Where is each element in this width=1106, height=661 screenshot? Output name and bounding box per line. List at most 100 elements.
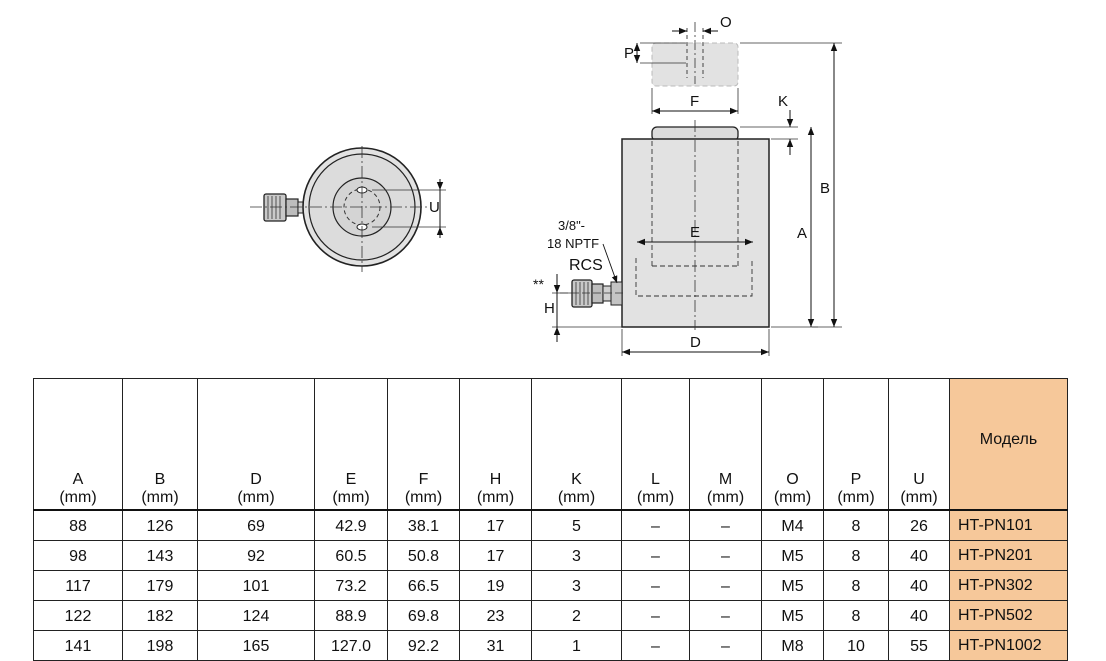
column-unit: (mm): [557, 489, 596, 506]
cell-o: M8: [761, 630, 824, 661]
cell-f: 92.2: [387, 630, 460, 661]
cell-m: –: [689, 630, 762, 661]
cell-k: 5: [531, 509, 622, 541]
cell-k: 1: [531, 630, 622, 661]
cell-p: 8: [823, 570, 889, 601]
cell-model: HT-PN201: [949, 540, 1068, 571]
cell-m: –: [689, 600, 762, 631]
top-view-coupler: [263, 193, 307, 222]
cell-o: M5: [761, 570, 824, 601]
column-letter: L: [651, 471, 660, 488]
cell-p: 8: [823, 600, 889, 631]
cell-h: 31: [459, 630, 532, 661]
cell-p: 10: [823, 630, 889, 661]
label-B: B: [820, 180, 830, 197]
cell-m: –: [689, 509, 762, 541]
cell-l: –: [621, 600, 690, 631]
cell-h: 23: [459, 600, 532, 631]
cell-d: 69: [197, 509, 315, 541]
column-header-model: Модель: [949, 378, 1068, 511]
cell-b: 126: [122, 509, 198, 541]
column-unit: (mm): [900, 489, 938, 506]
cell-b: 198: [122, 630, 198, 661]
label-note: **: [533, 276, 544, 292]
column-header-u: U(mm): [888, 378, 950, 511]
cell-e: 73.2: [314, 570, 388, 601]
label-E: E: [690, 224, 700, 241]
cell-b: 182: [122, 600, 198, 631]
cell-a: 117: [33, 570, 123, 601]
cell-p: 8: [823, 540, 889, 571]
label-H: H: [544, 300, 555, 317]
column-unit: (mm): [59, 489, 97, 506]
cell-a: 141: [33, 630, 123, 661]
label-thread-1: 3/8"-: [558, 218, 585, 233]
cell-d: 92: [197, 540, 315, 571]
cell-u: 55: [888, 630, 950, 661]
cell-a: 88: [33, 509, 123, 541]
cell-e: 88.9: [314, 600, 388, 631]
label-F: F: [690, 93, 699, 110]
table-header-row: A(mm)B(mm)D(mm)E(mm)F(mm)H(mm)K(mm)L(mm)…: [33, 378, 1068, 511]
label-coupler: RCS: [569, 257, 603, 274]
saddle-view: O P F: [624, 14, 739, 115]
cell-u: 26: [888, 509, 950, 541]
column-letter: M: [718, 471, 733, 488]
cell-u: 40: [888, 570, 950, 601]
column-unit: (mm): [636, 489, 675, 506]
side-coupler: [560, 279, 625, 308]
cell-o: M5: [761, 600, 824, 631]
column-unit: (mm): [332, 489, 370, 506]
column-letter: U: [913, 471, 925, 488]
cell-k: 3: [531, 570, 622, 601]
cell-p: 8: [823, 509, 889, 541]
cell-m: –: [689, 540, 762, 571]
cell-d: 124: [197, 600, 315, 631]
label-O: O: [720, 14, 732, 31]
top-view: U: [250, 146, 446, 272]
cell-f: 69.8: [387, 600, 460, 631]
cylinder-technical-drawing: U O P F E: [250, 14, 842, 356]
column-letter: P: [850, 471, 862, 488]
column-header-o: O(mm): [761, 378, 824, 511]
column-unit: (mm): [706, 489, 745, 506]
column-letter: E: [345, 471, 357, 488]
label-A: A: [797, 225, 807, 242]
cell-f: 66.5: [387, 570, 460, 601]
specification-table: A(mm)B(mm)D(mm)E(mm)F(mm)H(mm)K(mm)L(mm)…: [33, 378, 1068, 661]
column-unit: (mm): [773, 489, 812, 506]
column-unit: (mm): [837, 489, 875, 506]
column-header-a: A(mm): [33, 378, 123, 511]
cell-d: 101: [197, 570, 315, 601]
column-letter: A: [72, 471, 84, 488]
column-letter: H: [489, 471, 502, 488]
label-U: U: [429, 199, 440, 216]
cell-h: 17: [459, 509, 532, 541]
cell-u: 40: [888, 540, 950, 571]
cell-l: –: [621, 570, 690, 601]
column-unit: (mm): [237, 489, 275, 506]
label-thread-2: 18 NPTF: [547, 236, 599, 251]
column-header-l: L(mm): [621, 378, 690, 511]
column-header-m: M(mm): [689, 378, 762, 511]
column-unit: (mm): [404, 489, 443, 506]
cell-b: 143: [122, 540, 198, 571]
column-header-b: B(mm): [122, 378, 198, 511]
cell-model: HT-PN1002: [949, 630, 1068, 661]
cell-m: –: [689, 570, 762, 601]
column-unit: (mm): [476, 489, 515, 506]
cell-e: 127.0: [314, 630, 388, 661]
column-letter: K: [571, 471, 582, 488]
column-header-p: P(mm): [823, 378, 889, 511]
label-K: K: [778, 93, 788, 110]
cell-a: 98: [33, 540, 123, 571]
cell-o: M5: [761, 540, 824, 571]
cell-model: HT-PN101: [949, 509, 1068, 541]
column-header-d: D(mm): [197, 378, 315, 511]
cell-a: 122: [33, 600, 123, 631]
